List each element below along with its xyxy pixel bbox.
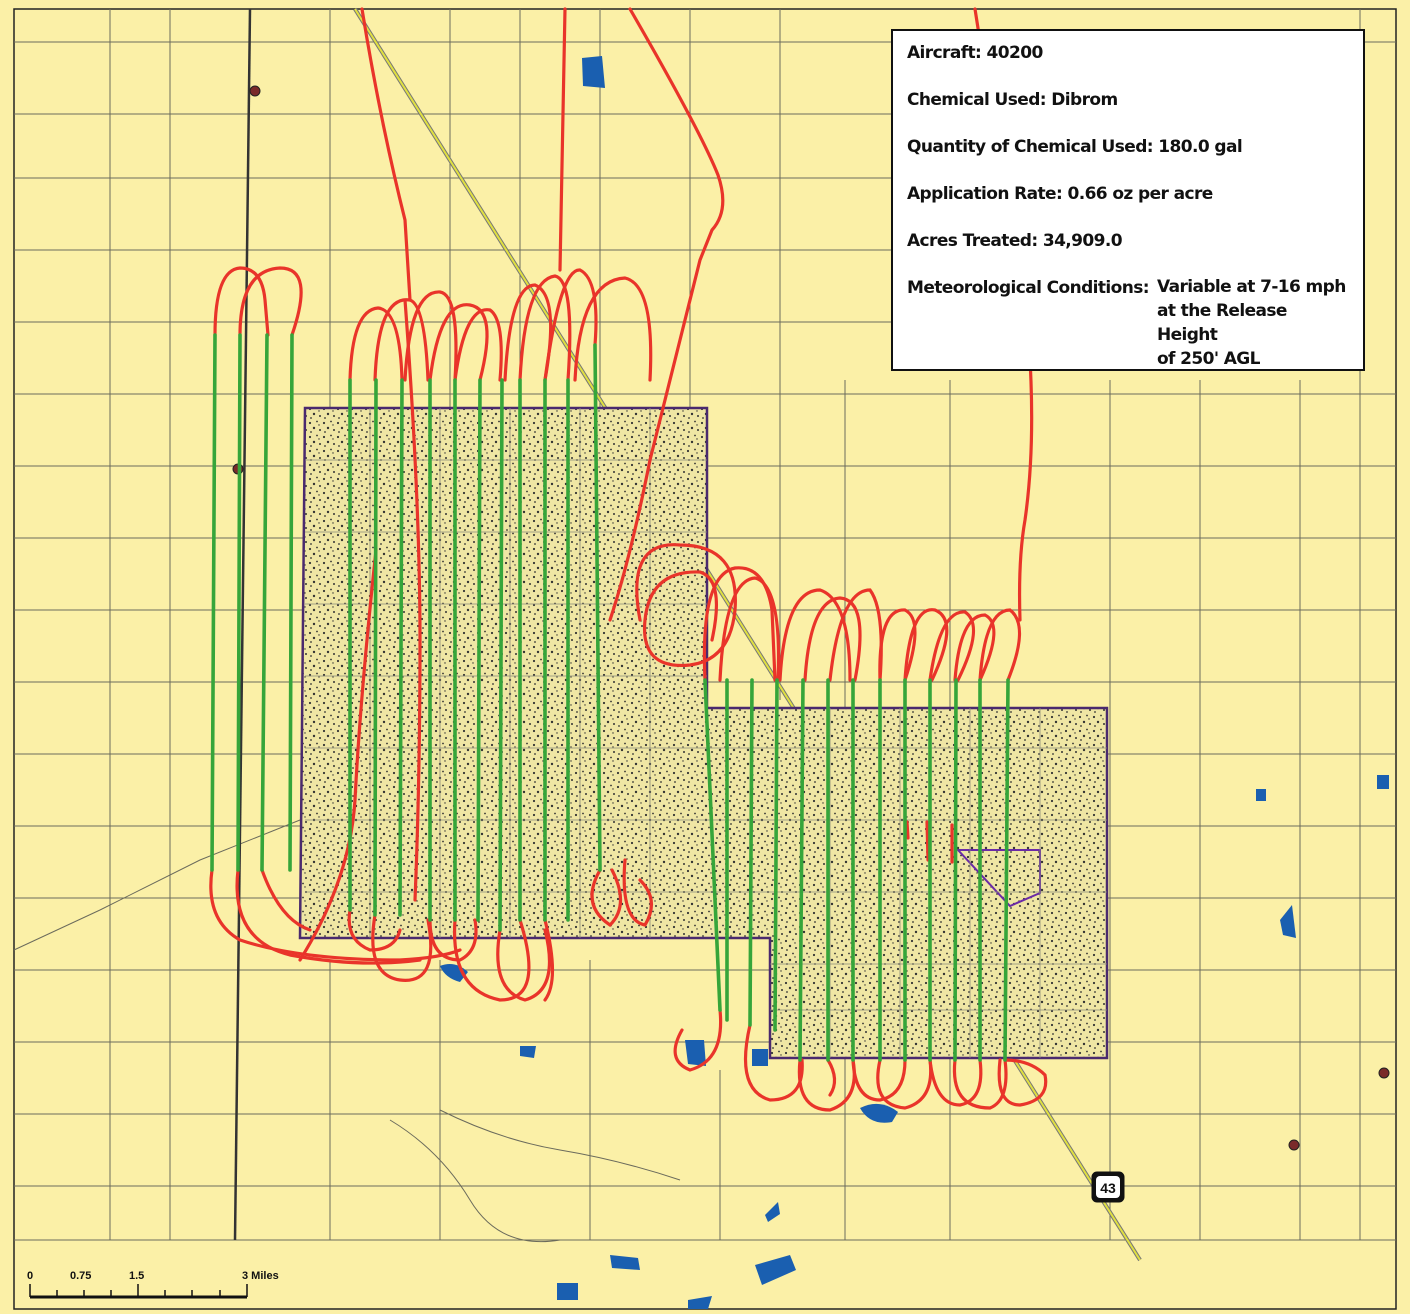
water-body-icon — [440, 56, 1389, 1309]
scale-label-1-5: 1.5 — [129, 1270, 145, 1282]
highway-shield-label: 43 — [1100, 1180, 1116, 1196]
main-road — [233, 8, 252, 1241]
scale-label-0-75: 0.75 — [70, 1270, 92, 1282]
chemical-label: Chemical Used: Dibrom — [907, 90, 1118, 110]
quantity-label: Quantity of Chemical Used: 180.0 gal — [907, 137, 1243, 157]
flight-path-off — [209, 7, 1048, 1112]
acres-treated-label: Acres Treated: 34,909.0 — [907, 231, 1123, 251]
meteorological-label: Meteorological Conditions: — [907, 278, 1150, 298]
aircraft-label: Aircraft: 40200 — [907, 43, 1043, 63]
met-line-1: Variable at 7-16 mph — [1156, 277, 1346, 297]
highway-shield-icon: 43 — [1091, 1171, 1125, 1203]
met-line-3: of 250' AGL — [1156, 349, 1261, 369]
scale-label-0: 0 — [27, 1270, 34, 1282]
treatment-info-box: Aircraft: 40200 Chemical Used: Dibrom Qu… — [891, 29, 1365, 371]
flight-path-spray — [210, 333, 1010, 1062]
scale-bar — [29, 1284, 248, 1299]
meteorological-conditions: Meteorological Conditions: Variable at 7… — [907, 275, 1349, 371]
scale-label-3-miles: 3 Miles — [242, 1270, 279, 1282]
met-line-2: at the Release Height — [1156, 301, 1288, 345]
meteorological-value: Variable at 7-16 mph at the Release Heig… — [1157, 275, 1349, 371]
section-grid — [305, 408, 1107, 1058]
application-rate-label: Application Rate: 0.66 oz per acre — [907, 184, 1213, 204]
